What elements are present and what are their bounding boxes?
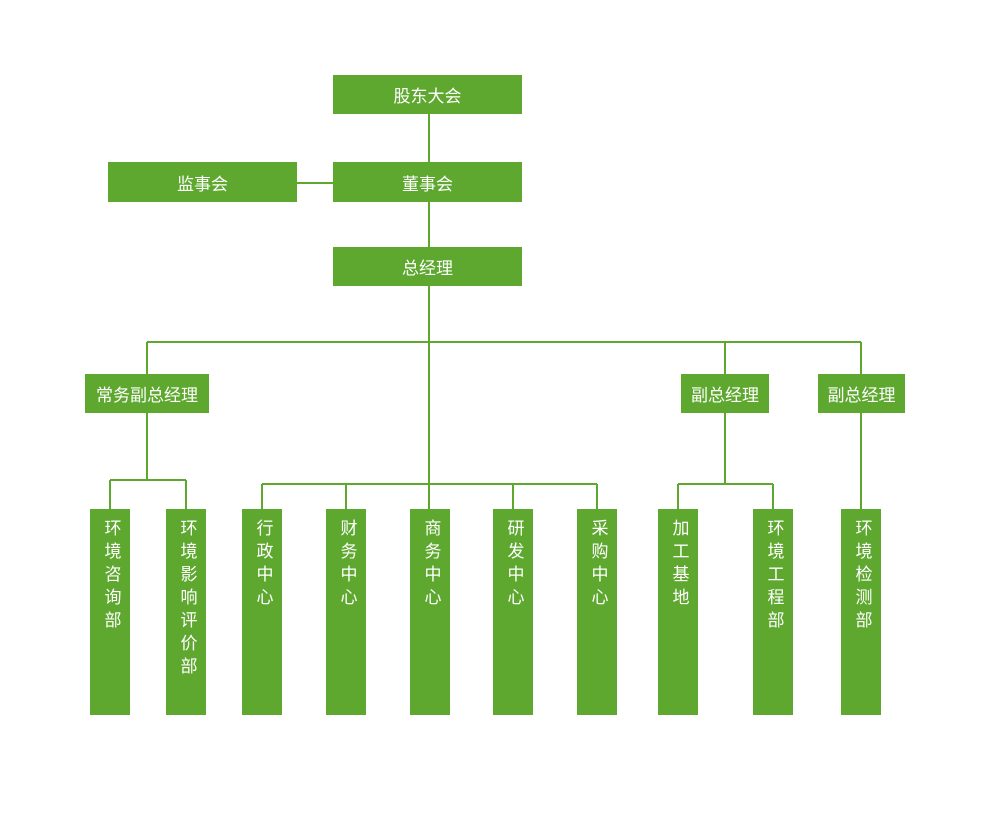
node-business: 商务中心 xyxy=(410,509,450,715)
node-label: 董事会 xyxy=(402,174,453,195)
node-label: 环境影响评价部 xyxy=(176,519,197,680)
node-label: 环境工程部 xyxy=(763,519,784,634)
node-env-eng: 环境工程部 xyxy=(753,509,793,715)
node-vgm-2: 副总经理 xyxy=(818,374,905,413)
node-supervisors: 监事会 xyxy=(108,162,297,202)
node-shareholders: 股东大会 xyxy=(333,75,522,114)
node-label: 常务副总经理 xyxy=(96,386,198,406)
node-purchasing: 采购中心 xyxy=(577,509,617,715)
node-label: 总经理 xyxy=(402,259,453,279)
node-exec-vgm: 常务副总经理 xyxy=(85,374,209,413)
node-label: 行政中心 xyxy=(252,519,273,611)
node-label: 环境咨询部 xyxy=(100,519,121,634)
node-label: 副总经理 xyxy=(827,386,896,406)
node-label: 股东大会 xyxy=(393,87,462,107)
node-label: 加工基地 xyxy=(668,519,689,611)
node-label: 采购中心 xyxy=(587,519,608,611)
node-label: 商务中心 xyxy=(420,519,441,611)
node-label: 财务中心 xyxy=(336,519,357,611)
node-vgm-1: 副总经理 xyxy=(681,374,769,413)
node-label: 监事会 xyxy=(177,174,228,195)
node-label: 研发中心 xyxy=(503,519,524,611)
node-env-consult: 环境咨询部 xyxy=(90,509,130,715)
node-env-test: 环境检测部 xyxy=(841,509,881,715)
node-rnd: 研发中心 xyxy=(493,509,533,715)
node-admin: 行政中心 xyxy=(242,509,282,715)
node-board: 董事会 xyxy=(333,162,522,202)
node-gm: 总经理 xyxy=(333,247,522,286)
node-env-impact: 环境影响评价部 xyxy=(166,509,206,715)
node-label: 环境检测部 xyxy=(851,519,872,634)
node-finance: 财务中心 xyxy=(326,509,366,715)
node-label: 副总经理 xyxy=(691,386,759,406)
node-processing: 加工基地 xyxy=(658,509,698,715)
